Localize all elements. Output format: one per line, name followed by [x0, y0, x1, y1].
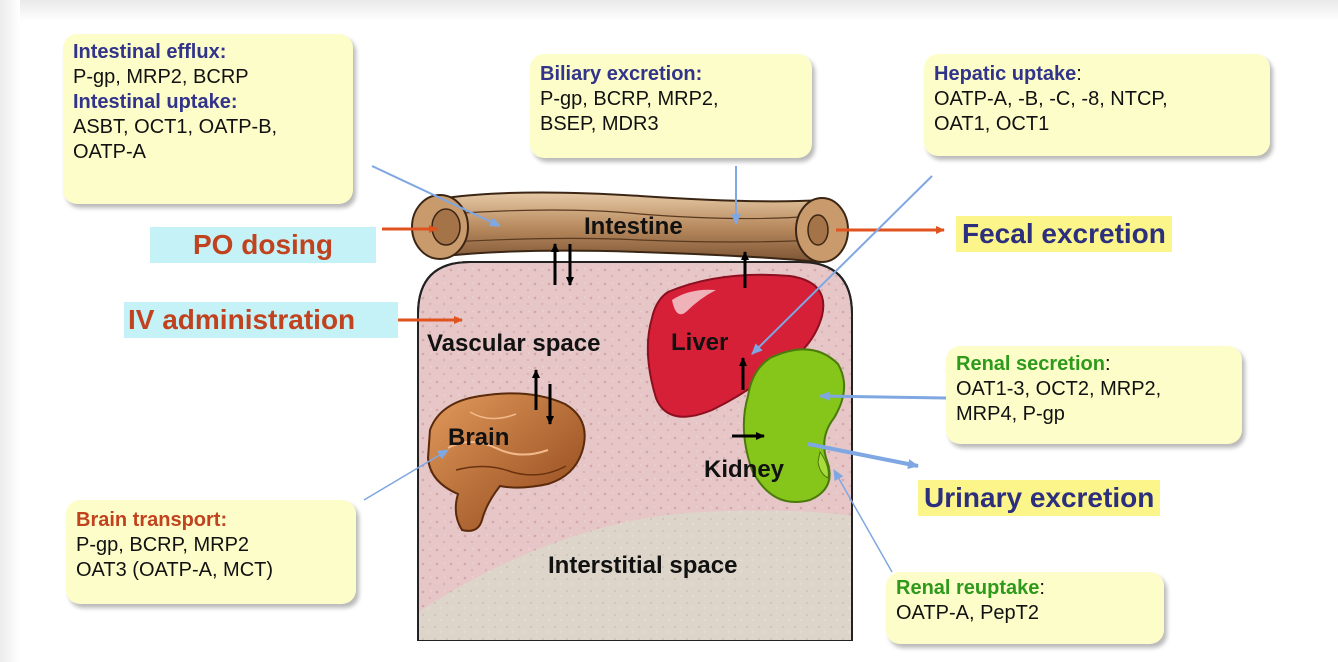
vascular-space-label: Vascular space — [427, 330, 600, 358]
renal-secretion-callout: Renal secretion: OAT1-3, OCT2, MRP2, MRP… — [946, 346, 1242, 444]
renal-reuptake-colon: : — [1039, 577, 1045, 599]
iv-administration-label: IV administration — [124, 302, 398, 338]
intestinal-transport-callout: Intestinal efflux: P-gp, MRP2, BCRP Inte… — [63, 34, 353, 204]
intestinal-uptake-colon: : — [231, 91, 238, 113]
biliary-line1: P-gp, BCRP, MRP2, — [540, 87, 802, 112]
brain-label: Brain — [448, 424, 509, 452]
renal-reuptake-line1: OATP-A, PepT2 — [896, 601, 1154, 626]
biliary-excretion-callout: Biliary excretion: P-gp, BCRP, MRP2, BSE… — [530, 54, 812, 158]
hepatic-uptake-callout: Hepatic uptake: OATP-A, -B, -C, -8, NTCP… — [924, 54, 1270, 156]
hepatic-line1: OATP-A, -B, -C, -8, NTCP, — [934, 87, 1260, 112]
urinary-excretion-label: Urinary excretion — [918, 480, 1160, 516]
renal-secretion-colon: : — [1105, 353, 1111, 375]
hepatic-colon: : — [1076, 63, 1082, 85]
kidney-label: Kidney — [704, 456, 784, 484]
renal-secretion-pointer — [820, 396, 946, 398]
liver-label: Liver — [671, 329, 728, 357]
intestinal-efflux-colon: : — [220, 41, 227, 63]
po-dosing-label: PO dosing — [150, 227, 376, 263]
intestine-label: Intestine — [584, 213, 683, 241]
interstitial-space-label: Interstitial space — [548, 552, 737, 580]
hepatic-title: Hepatic uptake — [934, 63, 1076, 85]
renal-secretion-line2: MRP4, P-gp — [956, 402, 1232, 427]
hepatic-line2: OAT1, OCT1 — [934, 112, 1260, 137]
intestinal-uptake-line2: OATP-A — [73, 140, 343, 165]
brain-transport-title: Brain transport: — [76, 508, 346, 533]
intestinal-uptake-line1: ASBT, OCT1, OATP-B, — [73, 115, 343, 140]
brain-transport-line2: OAT3 (OATP-A, MCT) — [76, 558, 346, 583]
renal-secretion-title: Renal secretion — [956, 353, 1105, 375]
renal-reuptake-callout: Renal reuptake: OATP-A, PepT2 — [886, 572, 1164, 644]
brain-transport-callout: Brain transport: P-gp, BCRP, MRP2 OAT3 (… — [66, 500, 356, 604]
renal-secretion-line1: OAT1-3, OCT2, MRP2, — [956, 377, 1232, 402]
intestinal-uptake-title: Intestinal uptake — [73, 91, 231, 113]
brain-transport-line1: P-gp, BCRP, MRP2 — [76, 533, 346, 558]
biliary-line2: BSEP, MDR3 — [540, 112, 802, 137]
biliary-title: Biliary excretion: — [540, 62, 802, 87]
intestinal-efflux-list: P-gp, MRP2, BCRP — [73, 65, 343, 90]
intestinal-efflux-title: Intestinal efflux — [73, 41, 220, 63]
renal-reuptake-title: Renal reuptake — [896, 577, 1039, 599]
fecal-excretion-label: Fecal excretion — [956, 216, 1172, 252]
